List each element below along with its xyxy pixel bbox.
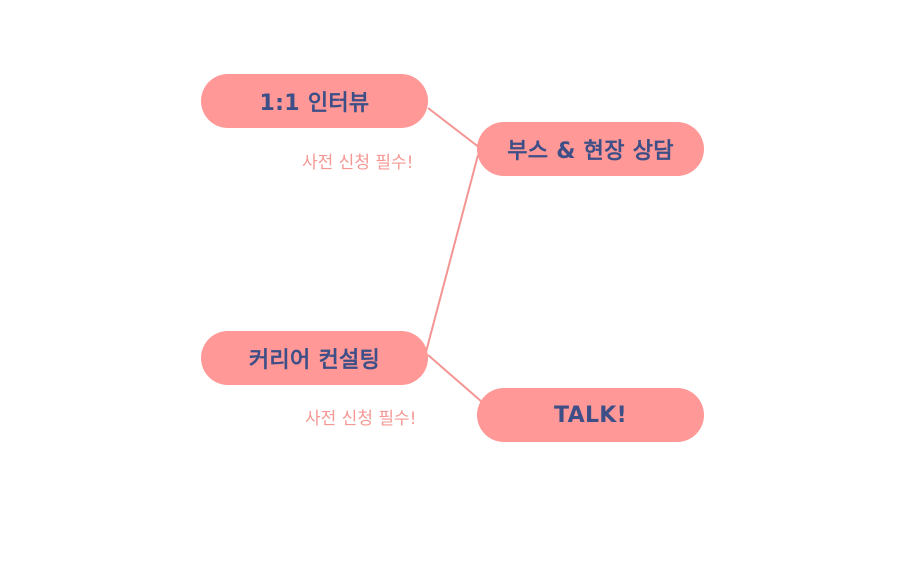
- node-booth: 부스 & 현장 상담: [477, 122, 704, 176]
- node-career-label: 커리어 컨설팅: [248, 348, 381, 373]
- node-career: 커리어 컨설팅: [201, 331, 428, 385]
- node-talk: TALK!: [477, 388, 704, 442]
- node-interview: 1:1 인터뷰: [201, 74, 428, 128]
- node-booth-label: 부스 & 현장 상담: [507, 139, 674, 164]
- connector-interview-booth: [427, 107, 481, 149]
- node-interview-label: 1:1 인터뷰: [259, 91, 370, 116]
- node-career-note: 사전 신청 필수!: [305, 409, 417, 429]
- node-talk-label: TALK!: [554, 402, 627, 428]
- node-interview-note: 사전 신청 필수!: [302, 153, 414, 173]
- connector-career-talk: [427, 354, 483, 403]
- connector-booth-career: [425, 154, 479, 353]
